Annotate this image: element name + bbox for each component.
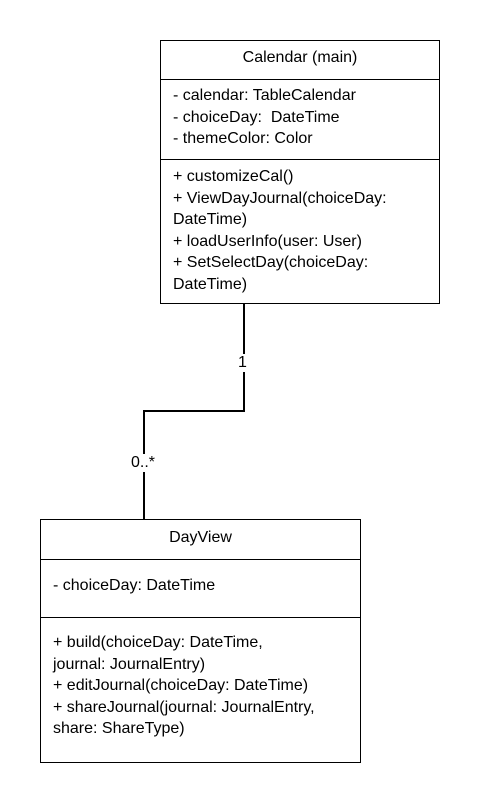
attribute: - themeColor: Color	[173, 130, 313, 147]
class-name-dayview: DayView	[169, 529, 232, 546]
class-dayview: DayView - choiceDay: DateTime + build(ch…	[40, 519, 361, 763]
multiplicity-dayview-end: 0..*	[129, 454, 158, 472]
operations-compartment-dayview: + build(choiceDay: DateTime, journal: Jo…	[41, 617, 360, 740]
operation: + editJournal(choiceDay: DateTime)	[53, 677, 309, 694]
class-name-calendar: Calendar (main)	[242, 49, 358, 66]
multiplicity-calendar-end: 1	[236, 354, 249, 372]
operation-continuation: DateTime)	[173, 275, 248, 293]
operation: + shareJournal(journal: JournalEntry,	[53, 698, 315, 716]
operation: + loadUserInfo(user: User)	[173, 232, 362, 250]
attribute: - calendar: TableCalendar	[173, 87, 356, 104]
attribute: - choiceDay: DateTime	[53, 577, 216, 594]
operation-continuation: DateTime)	[173, 211, 248, 228]
operation: + ViewDayJournal(choiceDay:	[173, 189, 387, 207]
attribute: - choiceDay: DateTime	[173, 108, 340, 126]
operation: + customizeCal()	[173, 168, 294, 185]
class-calendar: Calendar (main) - calendar: TableCalenda…	[160, 40, 440, 304]
operation-continuation: share: ShareType)	[53, 720, 185, 737]
operation-continuation: journal: JournalEntry)	[53, 655, 206, 673]
attributes-compartment-calendar: - calendar: TableCalendar - choiceDay: D…	[161, 79, 439, 159]
operation: + build(choiceDay: DateTime,	[53, 634, 263, 651]
attributes-compartment-dayview: - choiceDay: DateTime	[41, 559, 360, 617]
operations-compartment-calendar: + customizeCal() + ViewDayJournal(choice…	[161, 159, 439, 295]
operation: + SetSelectDay(choiceDay:	[173, 254, 369, 271]
